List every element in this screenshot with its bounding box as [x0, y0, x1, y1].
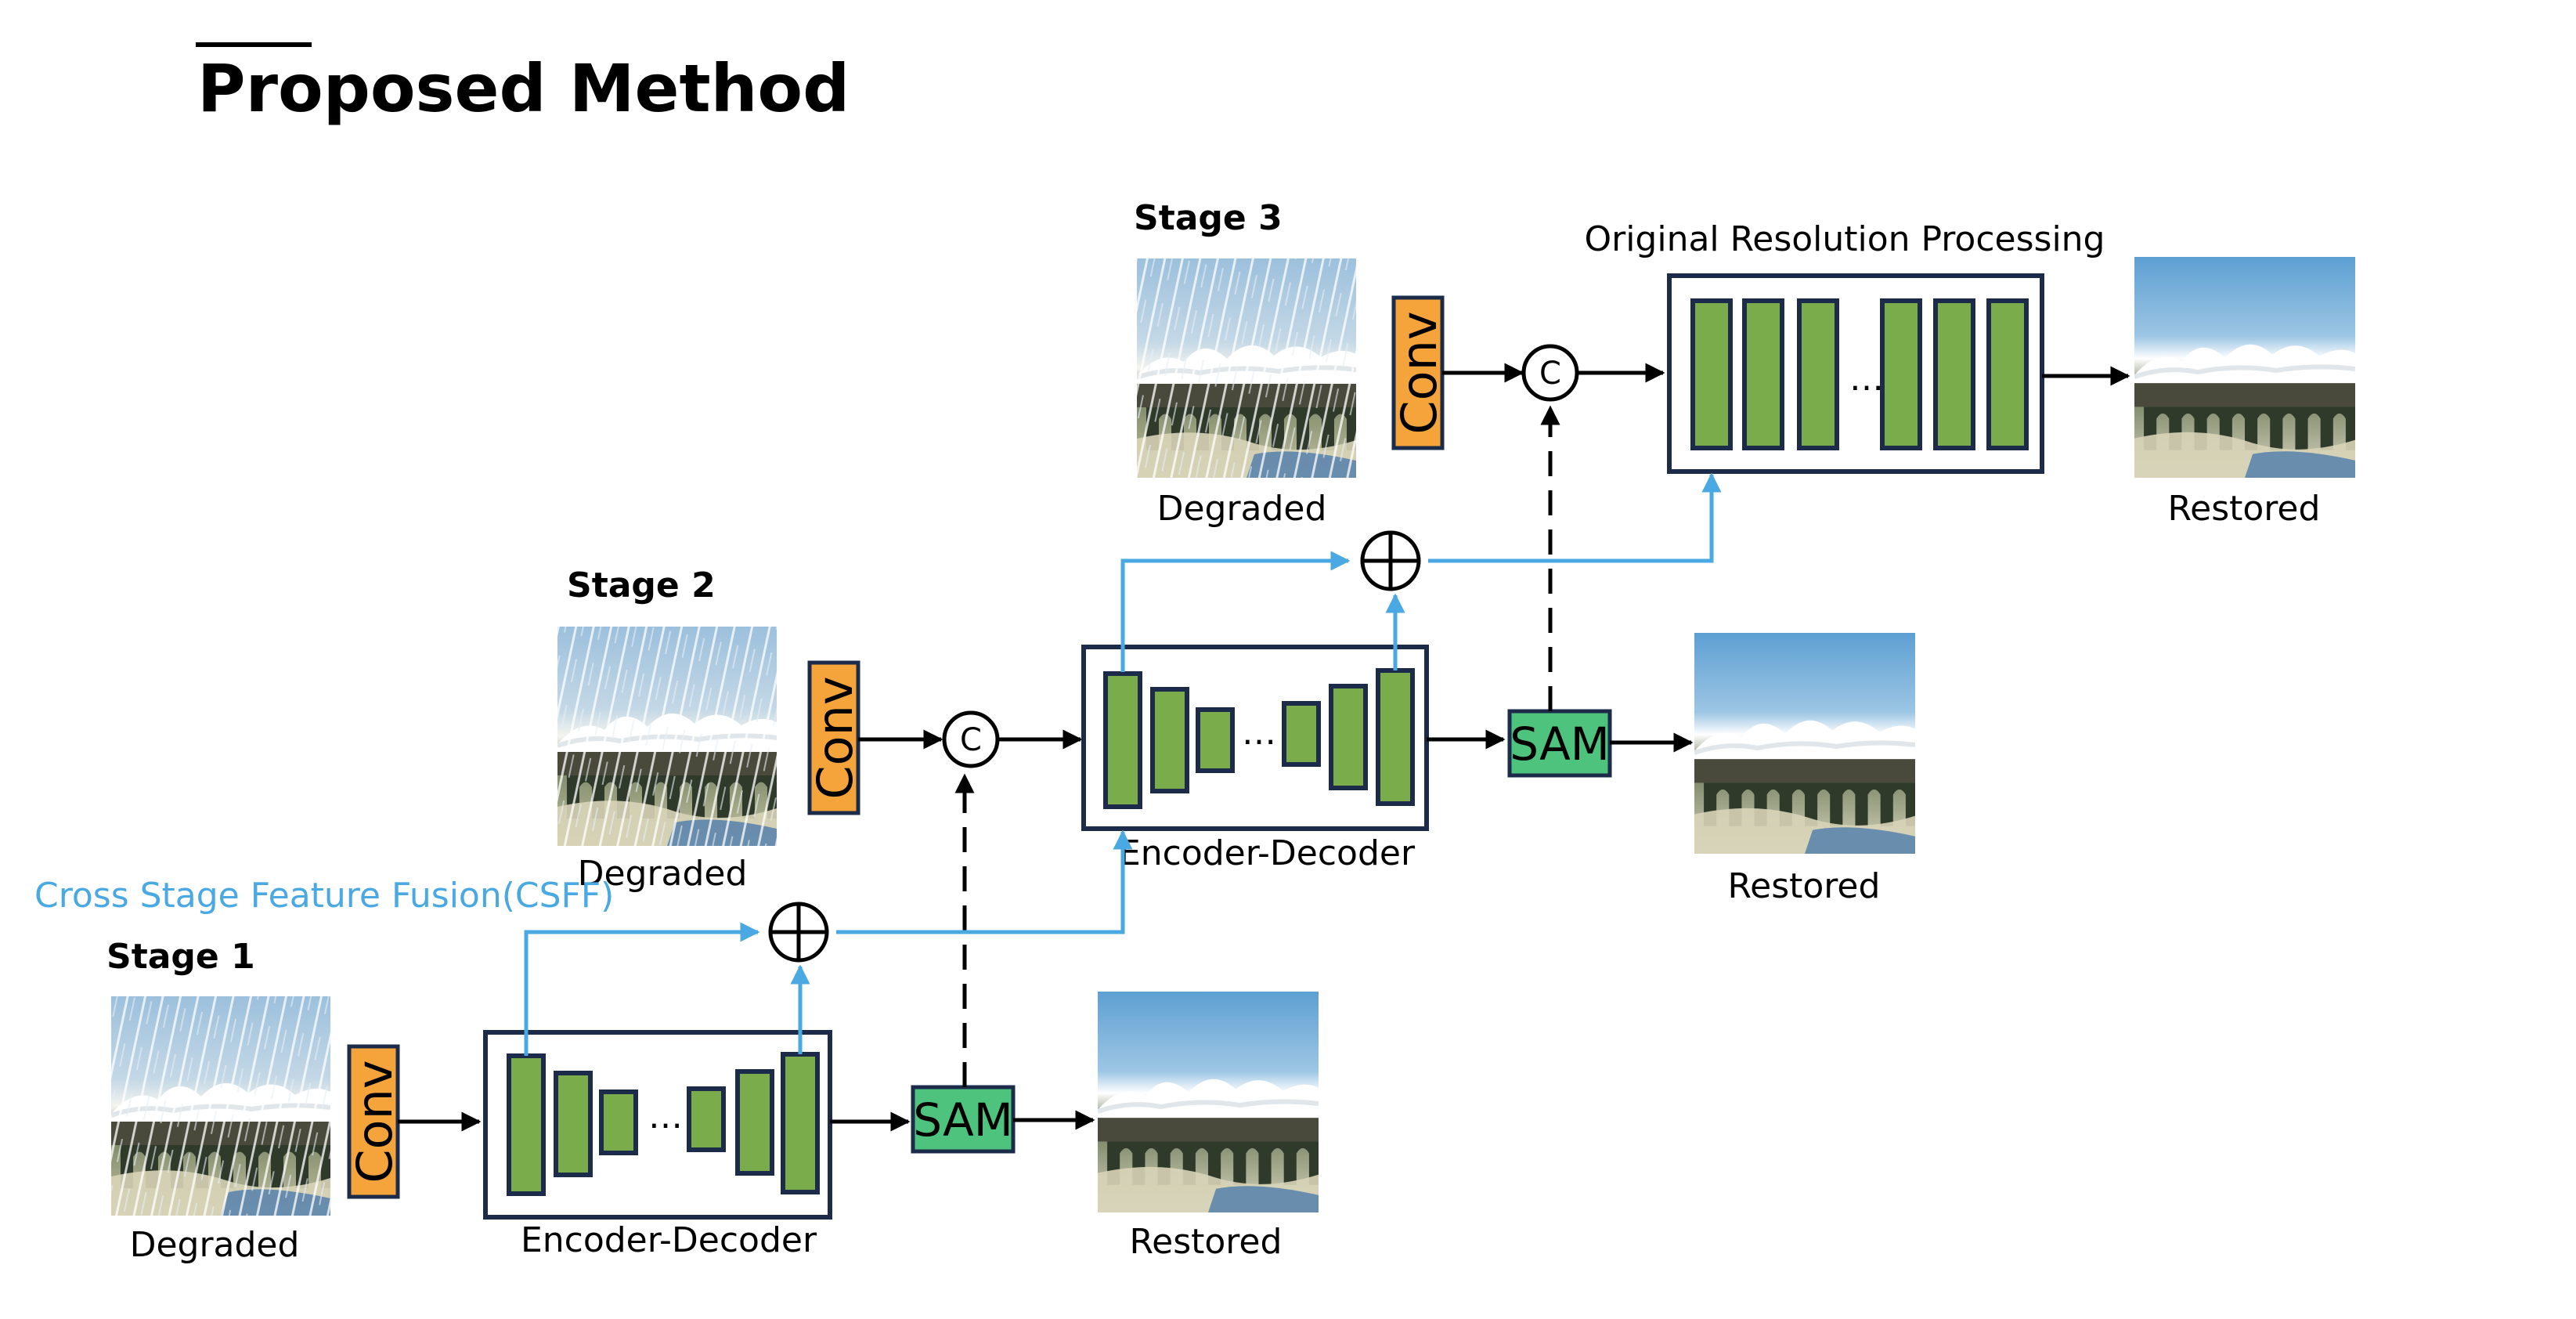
stage3-degraded-image — [1137, 258, 1356, 478]
stage1-degraded-image — [111, 996, 330, 1216]
stage2-encoder-decoder-caption: Encoder-Decoder — [1119, 833, 1416, 873]
csff-arrow-s1-encoder — [524, 922, 760, 1056]
stage3-concat-node: C — [1521, 344, 1579, 402]
stage2-sam-block: SAM — [1507, 709, 1612, 778]
stage1-degraded-caption: Degraded — [130, 1225, 300, 1265]
svg-text:C: C — [960, 722, 982, 758]
stage1-fusion-sum-node — [768, 902, 829, 963]
svg-text:…: … — [1849, 359, 1884, 399]
stage3-restored-caption: Restored — [2168, 489, 2321, 529]
stage2-conv-label: Conv — [806, 676, 864, 799]
svg-text:SAM: SAM — [913, 1093, 1013, 1147]
title-accent-bar — [196, 42, 312, 47]
stage2-encoder-decoder-block: … — [1081, 645, 1429, 831]
stage1-conv-label: Conv — [346, 1060, 403, 1183]
stage3-degraded-caption: Degraded — [1157, 489, 1327, 529]
svg-text:…: … — [1242, 713, 1276, 753]
stage2-concat-node: C — [942, 710, 1000, 768]
page-title: Proposed Method — [197, 50, 850, 127]
stage2-fusion-sum-node — [1360, 530, 1421, 591]
stage3-conv-label: Conv — [1391, 311, 1448, 434]
csff-arrow-to-stage3 — [1428, 472, 1722, 563]
stage2-degraded-caption: Degraded — [578, 854, 748, 894]
csff-arrow-s2-encoder — [1120, 551, 1351, 672]
stage3-label: Stage 3 — [1134, 198, 1283, 238]
original-resolution-block: … — [1667, 273, 2044, 474]
csff-caption: Cross Stage Feature Fusion(CSFF) — [34, 876, 614, 916]
stage1-encoder-decoder-block: … — [483, 1030, 832, 1220]
stage2-label: Stage 2 — [567, 566, 716, 605]
stage1-restored-image — [1098, 992, 1319, 1212]
stage2-restored-caption: Restored — [1728, 866, 1881, 906]
stage2-degraded-image — [557, 627, 777, 846]
svg-text:SAM: SAM — [1510, 717, 1610, 771]
original-resolution-caption: Original Resolution Processing — [1584, 219, 2105, 259]
stage1-encoder-decoder-caption: Encoder-Decoder — [521, 1220, 817, 1260]
stage3-conv-block: Conv — [1391, 295, 1448, 450]
svg-text:C: C — [1539, 356, 1561, 392]
stage1-sam-block: SAM — [911, 1085, 1016, 1154]
stage2-restored-image — [1694, 633, 1915, 854]
csff-arrow-to-stage2 — [836, 829, 1133, 934]
svg-text:…: … — [648, 1097, 683, 1137]
stage1-conv-block: Conv — [346, 1044, 403, 1199]
stage1-restored-caption: Restored — [1130, 1222, 1283, 1262]
stage3-restored-image — [2134, 257, 2355, 478]
stage2-conv-block: Conv — [806, 660, 864, 815]
stage1-label: Stage 1 — [106, 937, 255, 977]
